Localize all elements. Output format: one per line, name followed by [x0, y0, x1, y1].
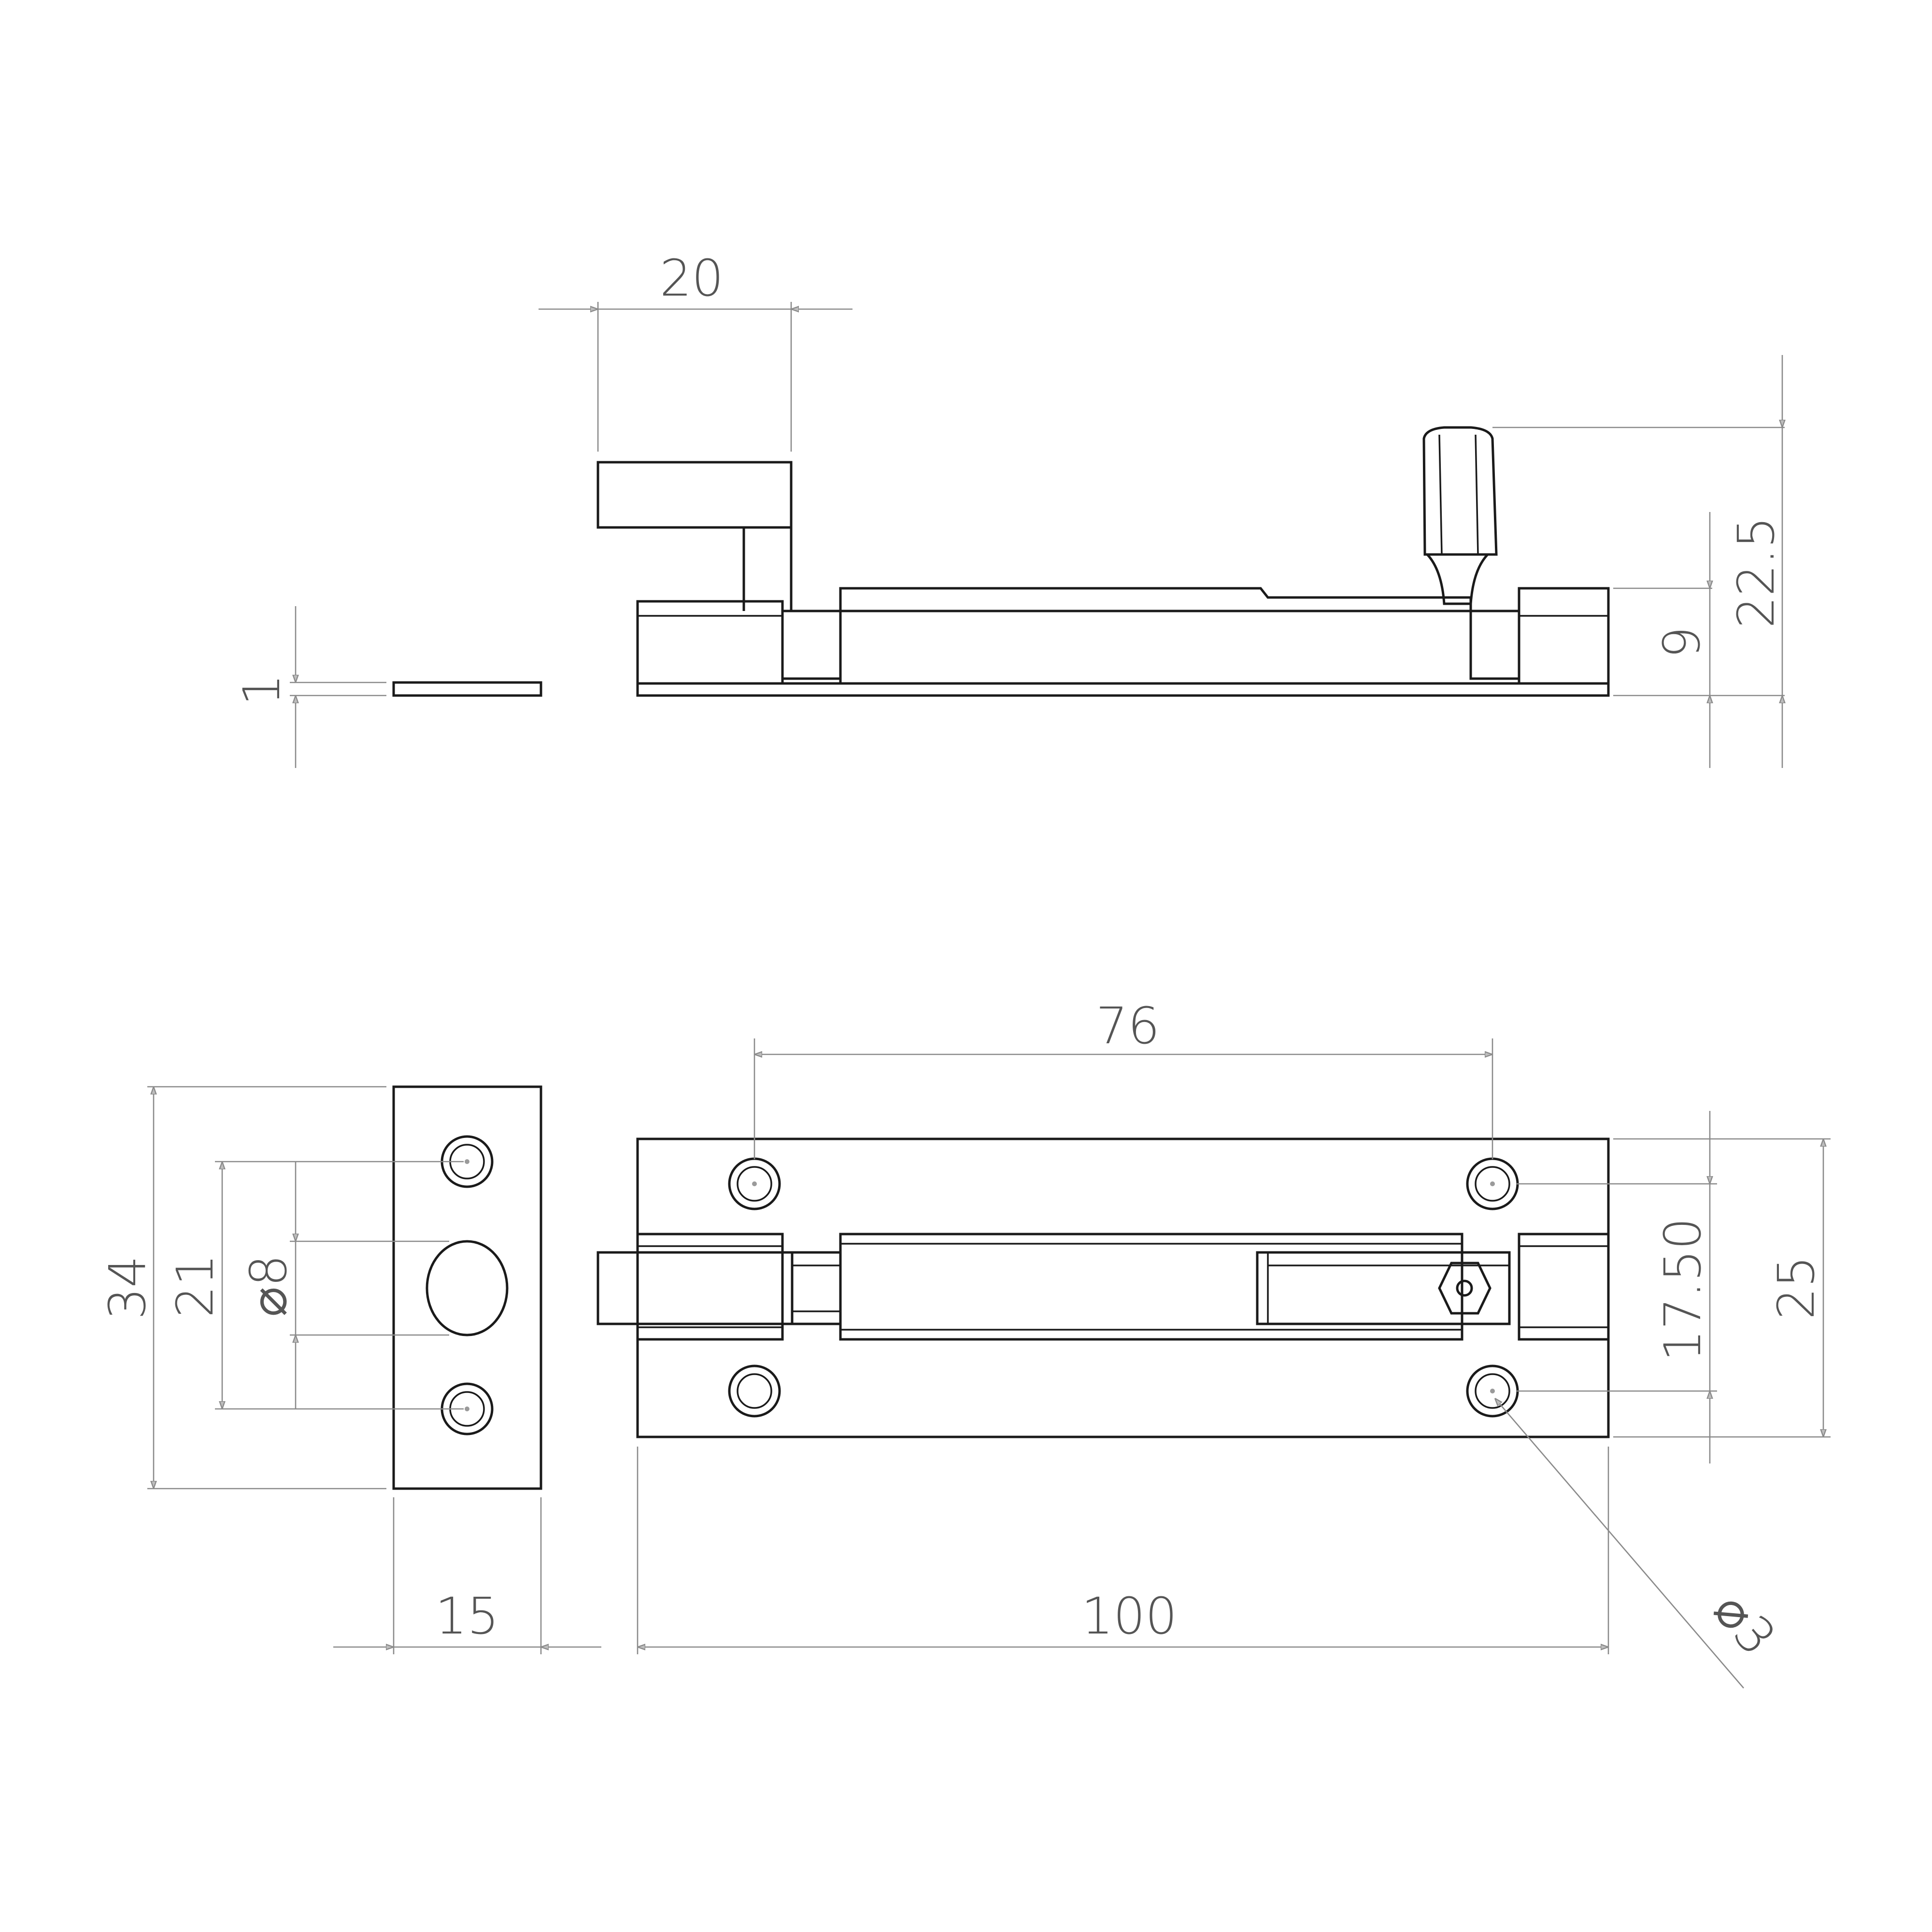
dim-keeper-height: 34 [98, 1256, 157, 1320]
dim-catch-width: 20 [660, 249, 724, 308]
top-view [392, 1085, 1610, 1490]
right-guide-top [1518, 1233, 1610, 1341]
bolt-screw-hole-bl [728, 1364, 781, 1418]
dim-body-height: 9 [1652, 626, 1711, 658]
keeper-bolt-hole [426, 1240, 509, 1336]
dim-keeper-width: 15 [435, 1587, 499, 1646]
side-dimensions: 20 22.5 9 1 [232, 249, 1786, 768]
left-guide-top [636, 1233, 784, 1341]
top-dimensions: 76 34 21 ⌀8 17.50 25 [98, 996, 1831, 1689]
housing-side [839, 587, 1472, 683]
knob-head-side [1422, 426, 1498, 556]
bolt-shaft-side [781, 610, 842, 680]
dim-screw-hole-diameter: ⌀3 [1702, 1581, 1787, 1666]
dim-body-width: 25 [1767, 1256, 1826, 1320]
left-guide-block-side [636, 600, 784, 685]
dim-hole-spacing-length: 76 [1096, 996, 1160, 1055]
right-guide-block-side [1518, 587, 1610, 685]
keeper-plate-side [392, 681, 542, 697]
dim-keeper-hole-spacing: 21 [166, 1254, 225, 1318]
dim-keeper-hole-diameter: ⌀8 [239, 1255, 298, 1317]
catch-stem-side [742, 526, 793, 611]
knob-stem-side [1426, 554, 1489, 605]
dim-plate-thickness: 1 [232, 674, 291, 706]
dim-hole-spacing-width: 17.50 [1653, 1218, 1712, 1362]
side-view [392, 426, 1610, 697]
dim-body-length: 100 [1081, 1587, 1178, 1646]
dim-overall-height: 22.5 [1727, 516, 1786, 628]
bolt-base-plate-side [636, 682, 1610, 697]
slot-top [1256, 1251, 1511, 1325]
bolt-end-top [597, 1251, 794, 1325]
catch-head-side [597, 461, 793, 529]
knob-hex-top [1438, 1262, 1492, 1315]
housing-top [839, 1233, 1463, 1341]
keeper-plate-top [392, 1085, 542, 1490]
